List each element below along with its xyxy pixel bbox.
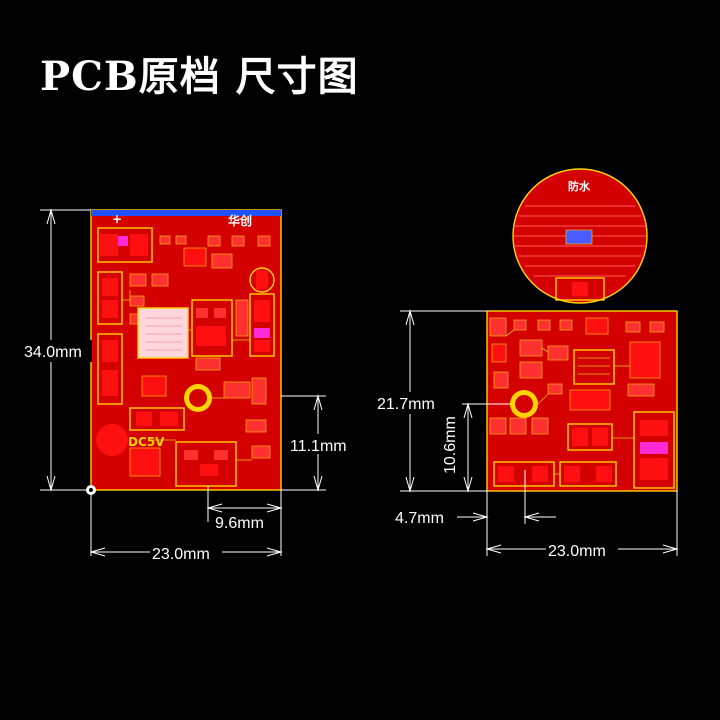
page-title: PCB原档 尺寸图: [40, 53, 359, 100]
left-height-label: 34.0mm: [24, 344, 82, 361]
left-board-components: [96, 227, 275, 487]
right-inner-dimension: 10.6mm: [440, 402, 510, 493]
left-origin-marker: [86, 485, 96, 495]
right-board-round-pad: 防水: [512, 168, 648, 304]
right-board-ic: [573, 349, 615, 385]
round-pad-label: 防水: [568, 179, 591, 193]
left-offset-label: 9.6mm: [215, 515, 264, 532]
right-width-label: 23.0mm: [548, 543, 606, 560]
right-offset-dimension: 4.7mm: [395, 470, 556, 556]
right-offset-label: 4.7mm: [395, 510, 444, 527]
silkscreen-left-a: +: [112, 212, 122, 226]
left-pcb-board: + 华创 DC5V: [90, 209, 282, 491]
right-inner-label: 10.6mm: [442, 416, 459, 474]
silkscreen-brand: 华创: [228, 213, 252, 228]
left-width-label: 23.0mm: [152, 546, 210, 563]
silkscreen-voltage: DC5V: [128, 435, 165, 449]
left-board-top-edge: [91, 210, 281, 216]
left-side-dimension: 11.1mm: [281, 394, 348, 492]
right-width-dimension: 23.0mm: [485, 491, 679, 560]
left-offset-dimension: 9.6mm: [90, 486, 283, 556]
right-board-components: [489, 317, 675, 489]
left-side-label: 11.1mm: [290, 438, 347, 455]
right-board-outline: [486, 310, 678, 492]
left-width-dimension: 23.0mm: [89, 542, 283, 563]
left-height-dimension: 34.0mm: [22, 208, 92, 492]
right-height-label: 21.7mm: [377, 396, 435, 413]
right-pcb-board: 防水: [486, 168, 678, 492]
right-height-dimension: 21.7mm: [374, 309, 487, 493]
